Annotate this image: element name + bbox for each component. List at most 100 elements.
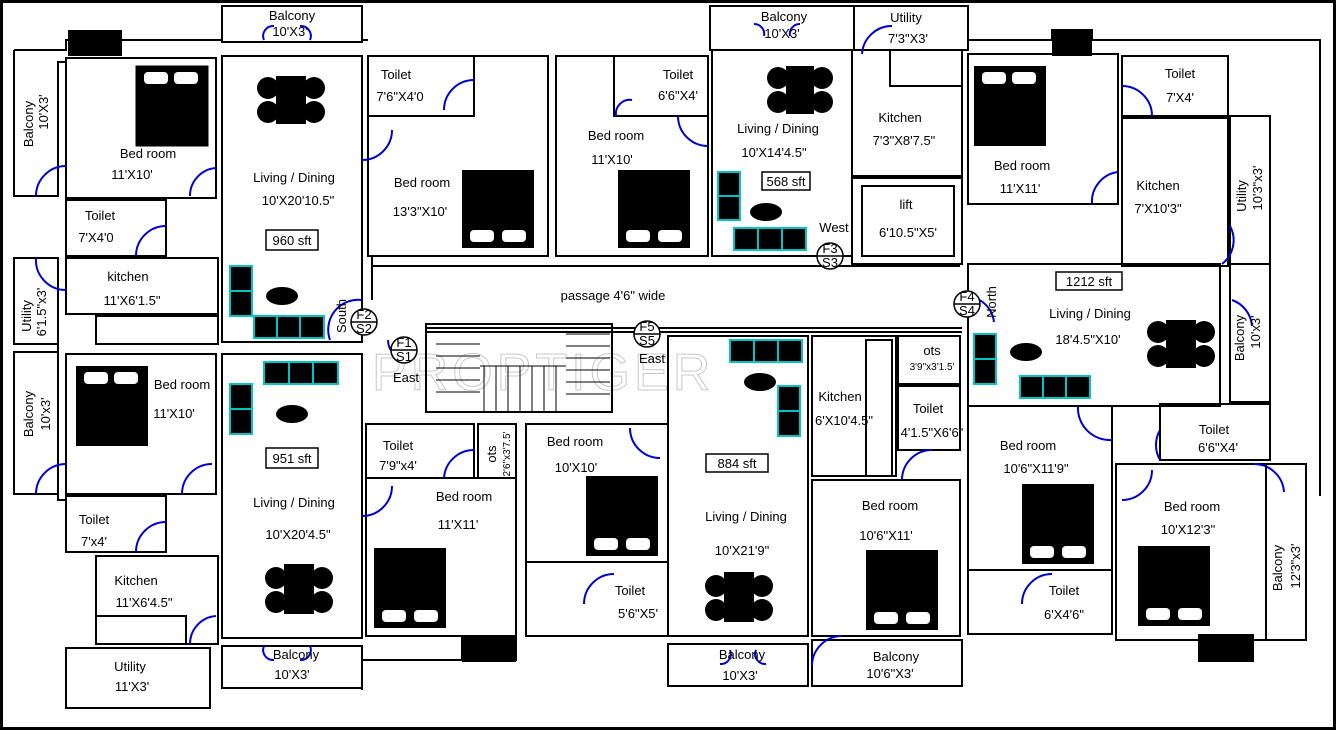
- room-dim: 5'6"X5': [618, 606, 658, 621]
- room-dim: 10'X21'9": [715, 543, 770, 558]
- room-name: Toilet: [85, 208, 116, 223]
- sofa: [229, 265, 253, 317]
- room-dim: 2'6"x3'7.5': [502, 431, 513, 476]
- room-dim: 6'6"X4': [658, 88, 698, 103]
- room-dim: 11'X10': [591, 152, 633, 167]
- room-name: Bed room: [1164, 499, 1220, 514]
- room-dim: 10'6"X3': [866, 666, 913, 681]
- room-name: Bed room: [588, 128, 644, 143]
- room-dim: 6'6"X4': [1198, 440, 1238, 455]
- bed: [76, 366, 148, 446]
- room-dim: 7'X10'3": [1134, 201, 1182, 216]
- flat-markers: [350, 242, 981, 364]
- room-dim: 10'X12'3": [1161, 522, 1216, 537]
- room-name: Utility: [1234, 180, 1249, 212]
- room-name: Toilet: [1049, 583, 1080, 598]
- dining-set: [767, 66, 833, 114]
- bed: [618, 170, 690, 248]
- room-name: Bed room: [862, 498, 918, 513]
- room-name: ots: [484, 445, 499, 463]
- room-dim: 10'X3': [722, 668, 757, 683]
- room-dim: 11'X11': [438, 517, 479, 532]
- room-name: Balcony: [269, 8, 316, 23]
- room-dim: 10'X20'4.5": [265, 527, 331, 542]
- room-dim: 6'10.5"X5': [879, 225, 937, 240]
- sofa: [253, 315, 325, 339]
- room-name: Balcony: [873, 649, 920, 664]
- room-name: Utility: [19, 300, 34, 332]
- room-name: Balcony: [273, 647, 320, 662]
- room-dim: 7'6"X4'0: [376, 89, 423, 104]
- area-label: 884 sft: [717, 456, 756, 471]
- flat-facing: South: [334, 299, 349, 333]
- room-dim: 12'3"x3': [1288, 544, 1303, 589]
- dining-set: [257, 76, 325, 124]
- room-name: kitchen: [107, 269, 148, 284]
- doors: [34, 22, 1285, 667]
- room-dim: 10'X3': [36, 94, 51, 129]
- flat-facing: North: [984, 286, 999, 318]
- room-dim: 10'6"X11'9": [1003, 461, 1069, 476]
- room-dim: 11'X3': [115, 679, 149, 694]
- passage-label: passage 4'6" wide: [561, 288, 666, 303]
- room-name: Kitchen: [878, 110, 921, 125]
- dining-set: [265, 564, 333, 614]
- flat-number: F2: [356, 307, 371, 322]
- room-dim: 7'3"X3': [888, 31, 928, 46]
- bed: [866, 550, 938, 630]
- area-label: 951 sft: [272, 451, 311, 466]
- room-dim: 7'9"x4': [379, 458, 417, 473]
- area-box: [265, 447, 319, 469]
- room-name: Toilet: [381, 67, 412, 82]
- flat-stack: S4: [959, 303, 975, 318]
- flat-stack: S3: [822, 255, 838, 270]
- area-label: 960 sft: [272, 233, 311, 248]
- room-dim: 10'X14'4.5": [741, 145, 807, 160]
- room-name: Toilet: [913, 401, 944, 416]
- flat-facing: East: [639, 351, 665, 366]
- column-blocks: [68, 30, 1254, 662]
- room-name: Toilet: [663, 67, 694, 82]
- flat-facing: West: [819, 220, 849, 235]
- room-name: Toilet: [1199, 422, 1230, 437]
- room-name: Bed room: [1000, 438, 1056, 453]
- room-dim: 7'X4': [1166, 90, 1194, 105]
- area-label: 568 sft: [766, 174, 805, 189]
- room-dim: 11'X10': [153, 406, 195, 421]
- room-dim: 10'X20'10.5": [262, 193, 335, 208]
- room-name: Toilet: [615, 583, 646, 598]
- room-name: Toilet: [1165, 66, 1196, 81]
- sofa: [229, 383, 253, 435]
- room-name: Balcony: [761, 9, 808, 24]
- sofa: [1019, 375, 1091, 399]
- sofas: [229, 171, 1091, 437]
- room-dim: 11'X11': [1000, 181, 1041, 196]
- bed: [462, 170, 534, 248]
- flat-number: F3: [822, 241, 837, 256]
- room-name: Balcony: [21, 100, 36, 147]
- bed: [586, 476, 658, 556]
- area-label: 1212 sft: [1066, 274, 1113, 289]
- bed: [1138, 546, 1210, 626]
- area-box: [265, 229, 319, 251]
- sofa: [733, 227, 807, 251]
- flat-stack: S2: [356, 321, 372, 336]
- room-name: Bed room: [154, 377, 210, 392]
- room-dim: 4'1.5"X6'6": [901, 425, 964, 440]
- room-name: Bed room: [394, 175, 450, 190]
- flat-stack: S1: [396, 349, 412, 364]
- room-name: Toilet: [383, 438, 414, 453]
- room-dim: 7'3"X8'7.5": [873, 133, 936, 148]
- room-dim: 6'X10'4.5": [815, 413, 873, 428]
- room-name: Living / Dining: [1049, 306, 1131, 321]
- room-name: Bed room: [994, 158, 1050, 173]
- room-name: Kitchen: [818, 389, 861, 404]
- walls: [13, 5, 1321, 709]
- room-name: Bed room: [120, 146, 176, 161]
- room-name: Kitchen: [1136, 178, 1179, 193]
- room-name: Living / Dining: [705, 509, 787, 524]
- room-name: Balcony: [21, 390, 36, 437]
- sofa: [973, 333, 997, 385]
- sofa: [777, 385, 801, 437]
